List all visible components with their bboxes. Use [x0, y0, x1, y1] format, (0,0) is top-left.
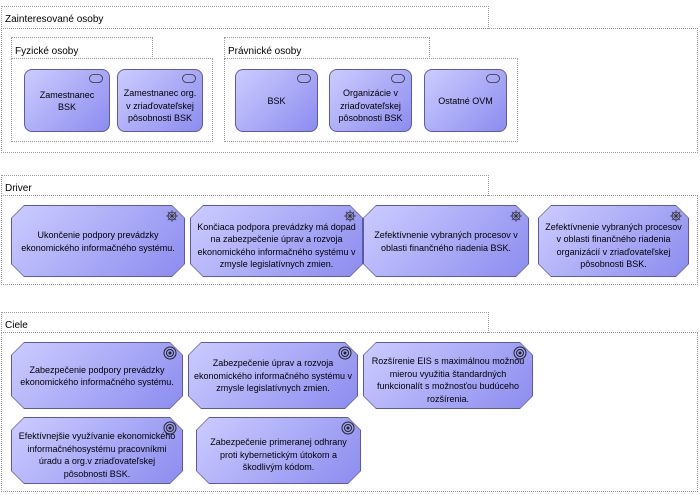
actor-label: Ostatné OVM: [438, 95, 493, 106]
goal-target-icon: [163, 346, 177, 360]
driver-wheel-icon: [670, 210, 682, 222]
goal-item-3[interactable]: Rozšírenie EIS s maximálnou možnou miero…: [363, 342, 533, 409]
driver-group-tab: [1, 175, 489, 196]
driver-wheel-icon: [344, 210, 356, 222]
goals-group-label: Ciele: [5, 320, 28, 331]
legal-persons-group: [224, 58, 518, 142]
driver-label: Zefektívnenie vybraných procesov v oblas…: [545, 221, 682, 270]
actor-zamestnanec-org[interactable]: Zamestnanec org. v zriaďovateľskej pôsob…: [117, 69, 203, 132]
driver-label: Zefektívnenie vybraných procesov v oblas…: [374, 230, 518, 253]
actor-organizacie[interactable]: Organizácie v zriaďovateľskej pôsobnosti…: [329, 69, 412, 132]
actor-ostatne-ovm[interactable]: Ostatné OVM: [424, 69, 507, 132]
business-actor-icon: [391, 74, 405, 83]
natural-persons-label: Fyzické osoby: [15, 46, 79, 57]
driver-item-1[interactable]: Ukončenie podpory prevádzky ekonomického…: [11, 205, 185, 277]
natural-persons-group: [11, 58, 213, 142]
goal-target-icon: [513, 346, 527, 360]
business-actor-icon: [89, 74, 103, 83]
business-actor-icon: [182, 74, 196, 83]
stakeholders-group-label: Zainteresované osoby: [5, 14, 104, 25]
goal-label: Rozšírenie EIS s maximálnou možnou miero…: [371, 356, 525, 404]
driver-wheel-icon: [510, 210, 522, 222]
driver-group: [1, 195, 698, 285]
goal-item-4[interactable]: Efektívnejšie využívanie ekonomického in…: [11, 417, 183, 484]
stakeholders-group: [1, 28, 698, 153]
driver-group-label: Driver: [5, 183, 32, 194]
goal-label: Zabezpečenie podpory prevádzky ekonomick…: [20, 364, 174, 388]
driver-wheel-icon: [166, 210, 178, 222]
goal-target-icon: [163, 421, 177, 435]
actor-zamestnanec-bsk[interactable]: Zamestnanec BSK: [24, 69, 110, 132]
goal-label: Efektívnejšie využívanie ekonomického in…: [18, 431, 176, 479]
actor-bsk[interactable]: BSK: [235, 69, 318, 132]
goal-target-icon: [341, 421, 355, 435]
natural-persons-tab: [11, 37, 153, 59]
driver-item-2[interactable]: Končiaca podpora prevádzky má dopad na z…: [190, 205, 363, 277]
driver-item-4[interactable]: Zefektívnenie vybraných procesov v oblas…: [538, 205, 689, 277]
actor-label: Zamestnanec BSK: [39, 89, 95, 113]
stakeholders-group-tab: [1, 6, 489, 29]
driver-label: Ukončenie podpory prevádzky ekonomického…: [21, 230, 175, 253]
goal-item-1[interactable]: Zabezpečenie podpory prevádzky ekonomick…: [11, 342, 183, 409]
goal-target-icon: [338, 346, 352, 360]
legal-persons-label: Právnické osoby: [228, 46, 302, 57]
actor-label: Zamestnanec org. v zriaďovateľskej pôsob…: [123, 88, 197, 124]
business-actor-icon: [486, 74, 500, 83]
actor-label: Organizácie v zriaďovateľskej pôsobnosti…: [338, 88, 403, 124]
driver-item-3[interactable]: Zefektívnenie vybraných procesov v oblas…: [363, 205, 529, 277]
goal-item-2[interactable]: Zabezpečenie úprav a rozvoja ekonomickéh…: [188, 342, 358, 409]
goals-group: [1, 332, 698, 492]
legal-persons-tab: [224, 37, 430, 59]
goal-label: Zabezpečenie primeranej odhrany proti ky…: [210, 437, 347, 473]
goals-group-tab: [1, 312, 489, 333]
driver-label: Končiaca podpora prevádzky má dopad na z…: [197, 221, 356, 270]
goal-label: Zabezpečenie úprav a rozvoja ekonomickéh…: [193, 358, 353, 394]
goal-item-5[interactable]: Zabezpečenie primeranej odhrany proti ky…: [196, 417, 361, 484]
business-actor-icon: [297, 74, 311, 83]
actor-label: BSK: [267, 95, 286, 106]
